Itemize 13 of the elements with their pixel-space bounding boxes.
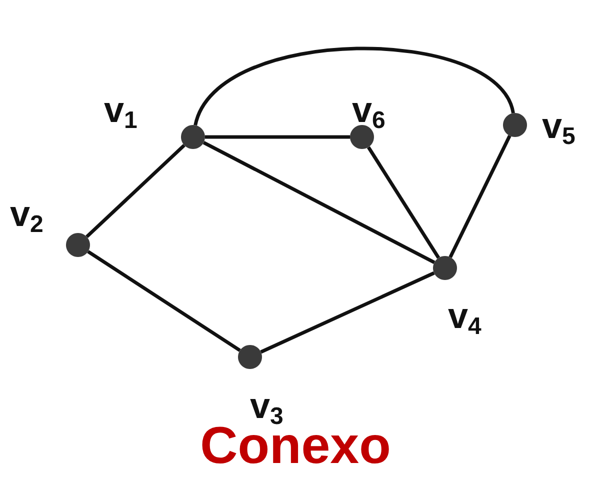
curved-edge: [194, 46, 515, 126]
vertex-label: v$_{5}$: [542, 108, 576, 149]
edge-line: [260, 271, 435, 354]
vertex-label: v$_{1}$: [104, 92, 138, 133]
edge-line: [202, 140, 436, 264]
vertex-label: v$_{2}$: [10, 196, 44, 237]
edge-line: [205, 135, 350, 139]
vertex-label: v$_{4}$: [448, 298, 482, 339]
vertex-label: v$_{6}$: [352, 92, 386, 133]
edge-line: [448, 135, 512, 258]
edge-line: [86, 144, 186, 238]
edge-line: [366, 146, 440, 259]
edge-line: [87, 250, 241, 352]
